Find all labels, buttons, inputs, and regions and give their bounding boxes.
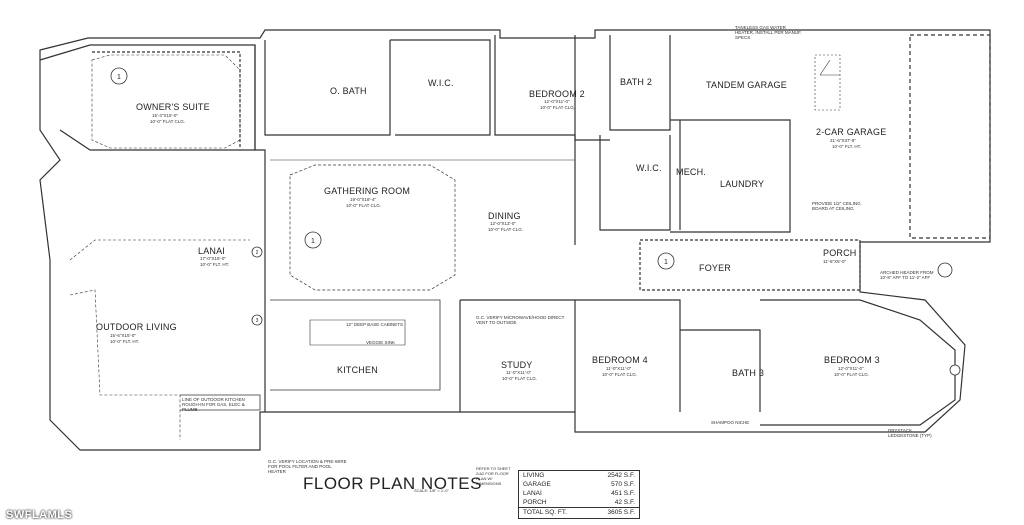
tandem-garage-label: TANDEM GARAGE [706, 80, 787, 90]
area-label: LANAI [523, 490, 542, 497]
area-value: 2542 S.F. [607, 472, 635, 479]
laundry-label: LAUNDRY [720, 179, 765, 189]
outdoor-dims: 15'-6"X15'-0" [110, 333, 136, 338]
marker-1a: 1 [117, 74, 121, 81]
mls-watermark: SWFLAMLS [6, 509, 73, 521]
garage-ceil: 10'-0" FLT. HT. [832, 144, 862, 149]
outdoor-living-label: OUTDOOR LIVING [96, 322, 177, 332]
two-car-garage-label: 2-CAR GARAGE [816, 127, 887, 137]
area-value: 42 S.F. [614, 499, 635, 506]
area-label: GARAGE [523, 481, 551, 488]
bedroom-2-ceil: 10'-0" FLAT CLG. [540, 105, 576, 110]
bedroom-4-ceil: 10'-0" FLAT CLG. [602, 372, 638, 377]
lanai-dims: 17'-0"X16'-0" [200, 256, 226, 261]
bedroom-4-label: BEDROOM 4 [592, 355, 648, 365]
owners-suite-dims: 15'-4"X15'-0" [152, 113, 178, 118]
bath-3-label: BATH 3 [732, 368, 765, 378]
floor-plan-title: FLOOR PLAN NOTES [303, 474, 482, 493]
reference-note: REFER TO SHEET 2/A2 FOR FLOOR PLAN W/ DI… [476, 466, 511, 486]
bedroom-2-label: BEDROOM 2 [529, 89, 585, 99]
tankless-note: TANKLESS GAS WATER HEATER, INSTALL PER M… [735, 25, 802, 40]
drystack-note: DRYSTACK LEDGESTONE (TYP) [888, 428, 932, 438]
owners-suite-label: OWNER'S SUITE [136, 102, 210, 112]
study-label: STUDY [501, 360, 533, 370]
area-row-living: LIVING 2542 S.F. [519, 471, 639, 480]
kitchen-label: KITCHEN [337, 365, 378, 375]
total-label: TOTAL SQ. FT. [523, 509, 567, 516]
study-ceil: 10'-0" FLAT CLG. [502, 376, 538, 381]
area-label: LIVING [523, 472, 545, 479]
area-value: 451 S.F. [611, 490, 635, 497]
mech-label: MECH. [676, 167, 706, 177]
gathering-ceil: 10'-0" FLAT CLG. [346, 203, 382, 208]
lanai-label: LANAI [198, 246, 226, 256]
gathering-dims: 19'-0"X18'-4" [350, 197, 376, 202]
area-label: PORCH [523, 499, 547, 506]
shampoo-niche-note: SHAMPOO NICHE [711, 420, 750, 425]
area-row-total: TOTAL SQ. FT. 3605 S.F. [519, 507, 639, 517]
marker-3: 3 [256, 318, 259, 324]
area-row-garage: GARAGE 570 S.F. [519, 480, 639, 489]
gathering-room-label: GATHERING ROOM [324, 186, 411, 196]
pool-note: G.C. VERIFY LOCATION & PRE-WIRE FOR POOL… [268, 459, 347, 474]
o-bath-label: O. BATH [330, 86, 367, 96]
dining-dims: 12'-0"X13'-0" [490, 221, 516, 226]
ceiling-board-note: PROVIDE 1/2" CEILING BOARD AT CEILING [812, 201, 861, 211]
marker-2: 2 [256, 250, 259, 256]
study-dims: 11'-0"X11'-0" [506, 370, 532, 375]
owners-suite-ceil: 10'-0" FLAT CLG. [150, 119, 186, 124]
porch-label: PORCH [823, 248, 857, 258]
outdoor-kitchen-note: LINE OF OUTDOOR KITCHEN ROUGH-IN FOR GAS… [182, 397, 245, 412]
garage-dims: 21'-6"X37'-8" [830, 138, 856, 143]
area-row-lanai: LANAI 451 S.F. [519, 489, 639, 498]
microwave-note: G.C. VERIFY MICROWAVE/HOOD DIRECT VENT T… [476, 315, 565, 325]
total-value: 3605 S.F. [607, 509, 635, 516]
area-table: LIVING 2542 S.F. GARAGE 570 S.F. LANAI 451 … [518, 470, 640, 519]
area-value: 570 S.F. [611, 481, 635, 488]
countertop-note: 12" DEEP BASE CABINETS [346, 322, 404, 327]
foyer-label: FOYER [699, 263, 732, 273]
dining-label: DINING [488, 211, 521, 221]
wic-owner-label: W.I.C. [428, 78, 454, 88]
marker-1b: 1 [311, 238, 315, 245]
bedroom-4-dims: 11'-0"X11'-0" [606, 366, 632, 371]
outdoor-ceil: 10'-0" FLT. HT. [110, 339, 140, 344]
bedroom-3-label: BEDROOM 3 [824, 355, 880, 365]
bedroom-3-dims: 12'-0"X11'-0" [838, 366, 864, 371]
area-row-porch: PORCH 42 S.F. [519, 498, 639, 507]
veggie-note: VEGGIE SINK [366, 340, 396, 345]
dining-ceil: 10'-0" FLAT CLG. [488, 227, 524, 232]
arched-header-note: ARCHED HEADER FROM 10'-8" AFF TO 11'-2" … [880, 270, 934, 280]
wic-2-label: W.I.C. [636, 163, 662, 173]
bath-2-label: BATH 2 [620, 77, 653, 87]
porch-dims: 11'-6"X5'-0" [823, 259, 847, 264]
bedroom-3-ceil: 10'-0" FLAT CLG. [834, 372, 870, 377]
scale-note: SCALE: 1/8" = 1'-0" [414, 488, 449, 493]
lanai-ceil: 10'-0" FLT. HT. [200, 262, 230, 267]
bedroom-2-dims: 12'-0"X11'-0" [544, 99, 570, 104]
marker-1c: 1 [664, 259, 668, 266]
